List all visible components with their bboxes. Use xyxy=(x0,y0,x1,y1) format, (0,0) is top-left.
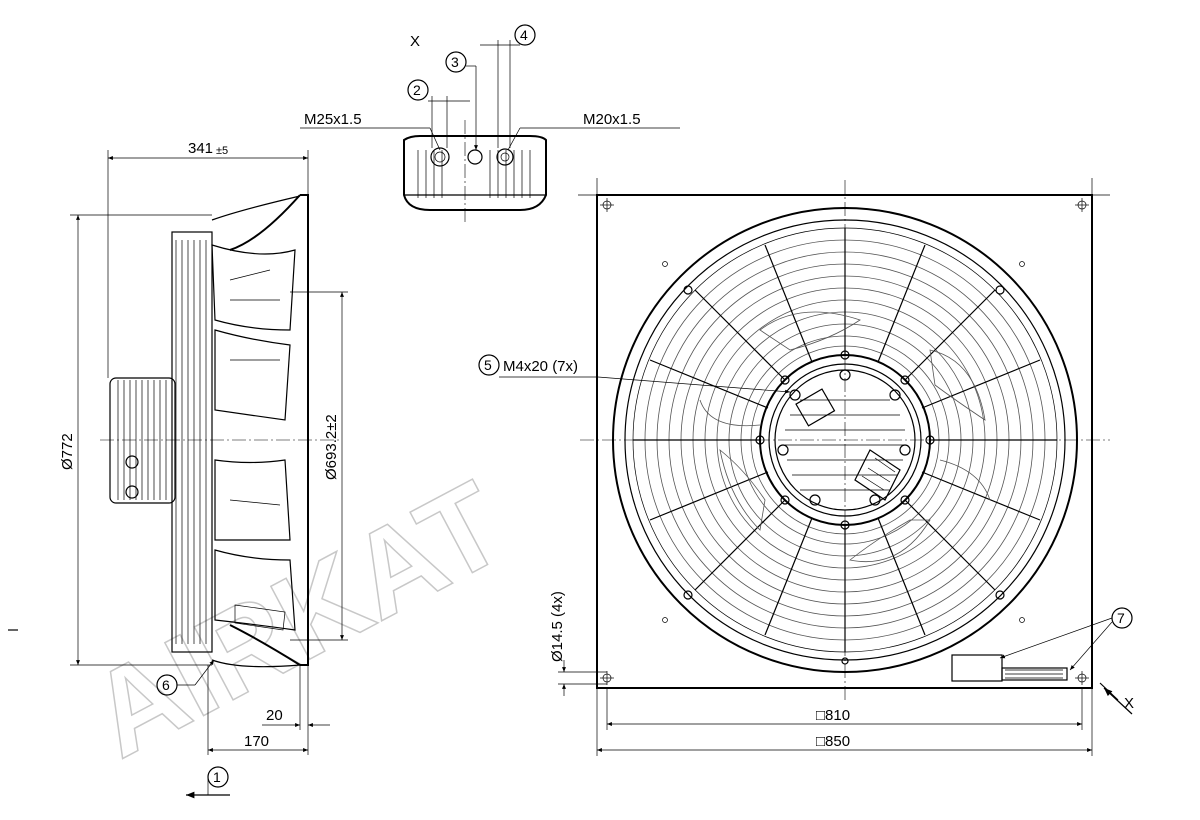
dim-inner-diameter: Ø693.2±2 xyxy=(290,291,348,641)
label-m20: M20x1.5 xyxy=(583,111,641,128)
motor-hub xyxy=(755,350,935,530)
plug-center xyxy=(467,149,483,165)
side-flange xyxy=(229,194,309,666)
dim-hole-diameter: Ø14.5 (4x) xyxy=(549,591,607,696)
side-view: 341 ±5 Ø772 Ø693.2±2 20 170 xyxy=(8,140,348,799)
side-inlet xyxy=(211,195,301,668)
side-blades xyxy=(211,244,296,631)
detail-x-title: X xyxy=(410,33,420,50)
label-m25: M25x1.5 xyxy=(304,111,362,128)
callout-6: 6 xyxy=(156,659,215,696)
detail-x: X 2 3 4 xyxy=(300,24,680,225)
callout-1-airflow: 1 xyxy=(186,766,230,799)
corner-holes xyxy=(600,198,1089,685)
svg-text:6: 6 xyxy=(162,677,170,693)
guard-spokes xyxy=(633,228,1057,652)
dim-810-value: □810 xyxy=(816,707,850,724)
svg-text:4: 4 xyxy=(520,27,528,43)
side-rotor-fins xyxy=(171,231,213,653)
fan-blades xyxy=(699,311,991,563)
watermark: AIRKAT xyxy=(69,455,526,783)
dim-850-value: □850 xyxy=(816,733,850,750)
label-screws: M4x20 (7x) xyxy=(503,358,578,375)
dim-810: □810 xyxy=(606,688,1083,730)
dim-outer-diameter-value: Ø772 xyxy=(59,433,76,470)
callout-2: 2 xyxy=(407,79,470,148)
dim-850: □850 xyxy=(596,688,1093,756)
nozzle-ring-outer xyxy=(612,207,1078,673)
callout-3: 3 xyxy=(445,51,478,150)
callout-7: 7 xyxy=(999,607,1133,671)
gland-m25 xyxy=(430,147,450,167)
dim-hole-value: Ø14.5 (4x) xyxy=(549,591,566,662)
view-arrow-x: X xyxy=(1099,682,1134,715)
side-motor xyxy=(109,377,176,504)
front-view: 5 M4x20 (7x) 7 Ø14.5 (4x) X xyxy=(478,178,1134,756)
dim-20-value: 20 xyxy=(266,707,283,724)
dim-length-value: 341 xyxy=(188,140,213,157)
dim-outer-diameter: Ø772 xyxy=(59,214,212,666)
dim-length-tolerance: ±5 xyxy=(216,145,228,157)
guard-clips xyxy=(683,285,1005,665)
svg-text:5: 5 xyxy=(484,357,492,373)
terminal-box xyxy=(403,135,547,211)
dim-170-value: 170 xyxy=(244,733,269,750)
view-arrow-label: X xyxy=(1124,695,1134,712)
svg-text:AIRKAT: AIRKAT xyxy=(69,456,524,783)
dim-length-341: 341 ±5 xyxy=(107,140,309,378)
rating-label xyxy=(951,654,1068,682)
callout-5: 5 M4x20 (7x) xyxy=(478,354,791,394)
svg-text:1: 1 xyxy=(213,769,221,785)
gland-m20 xyxy=(496,148,514,166)
dim-bottom: 20 170 xyxy=(207,665,330,755)
svg-text:2: 2 xyxy=(413,82,421,98)
svg-text:3: 3 xyxy=(451,54,459,70)
callout-4: 4 xyxy=(480,24,536,148)
dim-inner-diameter-value: Ø693.2±2 xyxy=(323,414,340,480)
svg-text:7: 7 xyxy=(1117,610,1125,626)
